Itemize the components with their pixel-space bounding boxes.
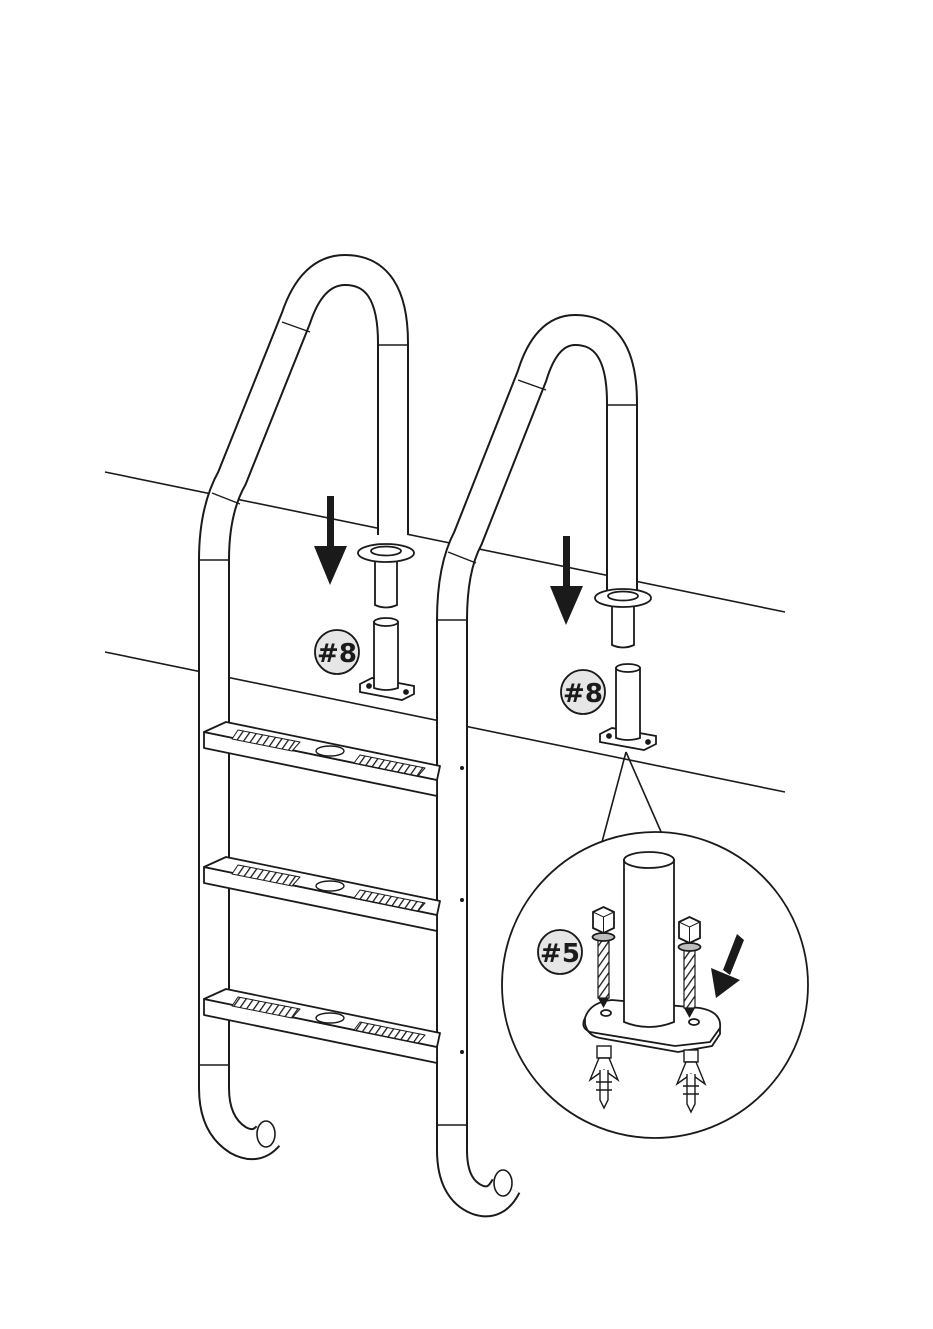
part-badge-right: #8 <box>561 670 605 714</box>
part-label-bolt: #5 <box>540 939 580 969</box>
zoom-sleeve <box>624 860 674 1027</box>
down-arrow-icon <box>314 496 347 585</box>
step-middle <box>204 857 440 931</box>
step-bottom <box>204 989 440 1063</box>
right-anchor-assembly <box>595 589 656 750</box>
part-label-right: #8 <box>563 679 603 709</box>
ladder-steps <box>204 722 464 1063</box>
zoom-detail: #5 <box>502 832 808 1138</box>
part-badge-bolt: #5 <box>538 930 582 974</box>
step-top <box>204 722 440 796</box>
part-label-left: #8 <box>317 639 357 669</box>
right-anchor-sleeve <box>616 668 640 740</box>
left-anchor-assembly <box>358 544 414 700</box>
down-arrow-icon <box>550 536 583 625</box>
left-anchor-sleeve <box>374 622 398 690</box>
part-badge-left: #8 <box>315 630 359 674</box>
